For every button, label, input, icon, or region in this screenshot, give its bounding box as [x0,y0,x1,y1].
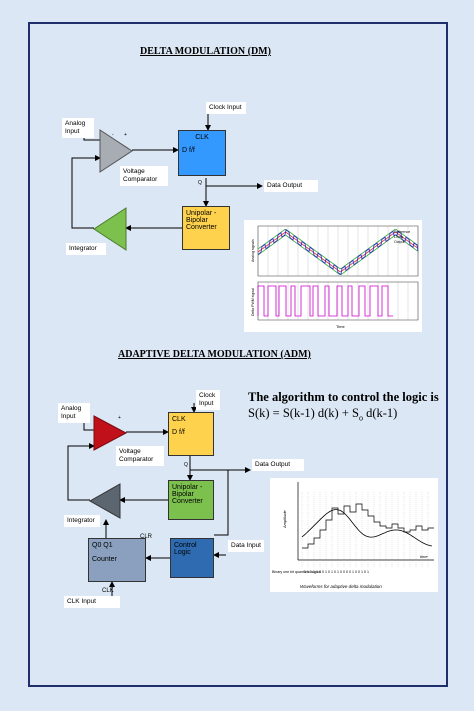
adm-xlabel: time [420,554,428,559]
adm-data-loop-wire [214,470,229,536]
adm-control-logic-label: Control Logic [174,542,197,556]
dm-analog-input-label: Analog Input [62,118,94,139]
adm-q-out-wire [189,456,251,473]
adm-clk-input-label: CLK Input [64,596,120,609]
dm-clock-input-label: Clock Input [206,102,246,115]
adm-converter-label: Unipolar - Bipolar Converter [172,484,203,505]
algorithm-equation: S(k) = S(k-1) d(k) + So d(k-1) [248,406,398,423]
adm-q-label: Q [184,462,188,468]
dm-minus-sign: - [112,132,114,138]
dm-q-out-wire [205,178,263,189]
adm-counter-name: Counter [92,556,117,563]
dm-unipolar-bipolar-converter: Unipolar - Bipolar Converter [182,206,230,250]
adm-ylabel: Amplitude [282,509,287,529]
adm-clk-short-label: CLK [102,588,114,594]
adm-data-output-label: Data Output [252,459,304,472]
dm-top-ylabel: Analog signals [251,239,255,262]
adm-voltage-comparator-label: Voltage Comparator [116,446,164,467]
dm-converter-label: Unipolar - Bipolar Converter [186,210,217,231]
adm-analog-input-label: Analog Input [58,403,90,424]
adm-d-flipflop: CLK D f/f [168,412,214,456]
adm-waveform-plot: Amplitude time Binary one bit quantized … [270,478,438,592]
adm-analog-wire [83,423,94,431]
dm-feedback-wire [71,155,101,229]
adm-voltage-comparator [93,415,128,451]
dm-data-output-label: Data Output [264,180,318,193]
dm-voltage-comparator-label: Voltage Comparator [120,166,168,187]
adm-bottom-label: Binary one bit quantized signal [272,570,321,574]
dm-integrator-label: Integrator [66,243,106,256]
dm-xlabel: Time [336,324,346,329]
adm-title: ADAPTIVE DELTA MODULATION (ADM) [118,349,311,360]
dm-legend-output: Output [394,240,405,244]
dm-title: DELTA MODULATION (DM) [140,46,271,57]
adm-clock-input-label: Clock Input [196,390,220,411]
dm-voltage-comparator [99,129,133,173]
adm-clr-label: CLR [140,534,153,540]
dm-plus-sign: + [124,132,127,138]
adm-data-input-label: Data Input [228,540,264,553]
dm-d-flipflop: CLK D f/f [178,130,226,176]
dm-waveform-plot: Analog signals Delta PWM signal Time Ref… [244,220,422,332]
dm-integrator [93,207,127,251]
dm-legend-limits: Limits [394,235,403,239]
adm-ff-name: D f/f [172,429,185,436]
adm-integrator [88,483,121,519]
dm-q-label: Q [198,180,202,186]
adm-control-logic: Control Logic [170,538,214,578]
adm-ff-clk-label: CLK [172,416,186,423]
adm-plus-sign: + [118,415,121,421]
dm-ff-clk-label: CLK [195,134,209,141]
adm-counter-q-labels: Q0 Q1 [92,542,113,549]
dm-legend-reference: Reference [394,230,410,234]
adm-feedback-wire [67,443,95,501]
adm-integrator-label: Integrator [64,515,100,528]
adm-unipolar-bipolar-converter: Unipolar - Bipolar Converter [168,480,214,520]
adm-bits: 1 1 1 1 1 1 0 1 0 1 0 1 0 0 0 0 1 0 0 1 … [304,570,369,574]
adm-counter: Q0 Q1 Counter [88,538,146,582]
dm-ff-name: D f/f [182,147,195,154]
dm-bottom-ylabel: Delta PWM signal [251,288,255,316]
adm-caption: Waveforms for adaptive delta modulation [300,584,382,589]
algorithm-heading: The algorithm to control the logic is [248,390,439,404]
